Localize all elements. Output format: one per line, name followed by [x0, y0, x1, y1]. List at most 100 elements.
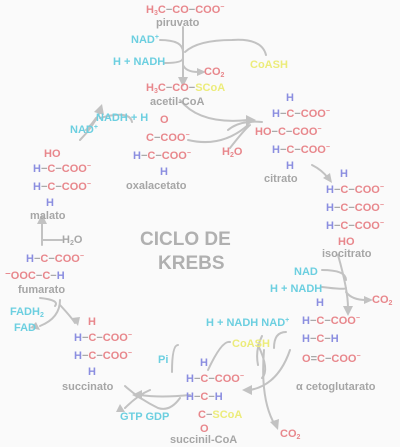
- acetil-coa-formula: H3C−CO−SCoA: [146, 82, 226, 95]
- arrowhead-co2-ceto: [270, 419, 279, 430]
- nad-plus-1: NAD+: [131, 34, 159, 46]
- title-line-1: CICLO DE: [140, 229, 231, 250]
- succinil-scoa: SCoA: [212, 409, 243, 421]
- pi: Pi: [158, 354, 169, 366]
- iso-row1: H−C−COO−: [326, 184, 384, 196]
- arrowhead-oxal: [94, 104, 104, 115]
- arrow-h2o-in: [229, 124, 251, 149]
- oxal-o: O: [160, 114, 169, 126]
- fumarato-label: fumarato: [18, 284, 66, 296]
- piruvato-formula: H3C−CO−COO−: [146, 4, 225, 17]
- malato-h: H: [46, 197, 54, 209]
- arrow-iso-ceto: [337, 254, 349, 309]
- arrow-nad-in: [159, 39, 184, 53]
- fadh2: FADH2: [10, 306, 44, 319]
- co2-ceto: CO2: [280, 428, 301, 441]
- oxalacetato-label: oxalacetato: [126, 180, 187, 192]
- arrow-nad-ceto: [273, 331, 287, 349]
- isocitrato-label: isocitrato: [322, 248, 372, 260]
- arrow-nadh-mal: [99, 113, 133, 123]
- fum-row1: H−C−COO−: [26, 253, 84, 265]
- nad-plus-mal: NAD+: [70, 124, 98, 136]
- arrow-succinil-succinato: [139, 394, 191, 398]
- succinil-row1: H−C−COO−: [186, 373, 244, 385]
- arrowhead-co2: [197, 68, 206, 76]
- title-line-2: KREBS: [158, 253, 225, 274]
- arrow-acetil-citrato: [179, 99, 249, 122]
- ceto-row3: O=C−COO−: [302, 353, 361, 365]
- arrow-co2-out: [182, 64, 199, 73]
- succ-row1: H−C−COO−: [74, 332, 132, 344]
- fad: FAD: [14, 322, 36, 334]
- ceto-h: H: [316, 297, 324, 309]
- arrow-succinato-fumarato: [59, 304, 76, 324]
- malato-row2: H−C−COO−: [33, 181, 91, 193]
- arrow-ceto-succinil: [249, 349, 291, 391]
- arrow-nadh-ceto: [256, 335, 263, 366]
- arrowhead-acetil: [178, 77, 188, 87]
- citrato-row1: H−C−COO−: [272, 108, 330, 120]
- iso-row3: H−C−COO−: [326, 220, 384, 232]
- arrow-coash-in: [184, 38, 267, 56]
- succinil-h1: H: [200, 357, 208, 369]
- oxal-h: H: [160, 166, 168, 178]
- acetil-coa-label: acetil-CoA: [150, 96, 205, 108]
- nadh-h-mal: NADH + H: [96, 112, 149, 124]
- succ-h2: H: [88, 366, 96, 378]
- citrato-row3: H−C−COO−: [272, 144, 330, 156]
- oxal-row1: C−COO−: [146, 132, 190, 144]
- arrowhead-gtp: [116, 404, 125, 412]
- succ-row2: H−C−COO−: [74, 350, 132, 362]
- arrow-coash-ceto: [257, 344, 267, 379]
- coash-1: CoASH: [250, 59, 288, 71]
- arrow-fadh2: [39, 297, 57, 307]
- arrow-coash-out: [227, 120, 263, 131]
- citrato-label: citrato: [264, 173, 298, 185]
- succinil-coa-label: succinil-CoA: [170, 434, 238, 446]
- arrow-nadh-out: [164, 57, 184, 64]
- ceto-row2: H−C−H: [302, 333, 339, 345]
- arrow-pi-in: [171, 344, 179, 373]
- malato-row1: H−C−COO−: [33, 163, 91, 175]
- arrowhead-isocitrato: [323, 173, 332, 183]
- iso-h: H: [340, 168, 348, 180]
- arrow-fad: [39, 299, 61, 327]
- gtp-gdp: GTP GDP: [120, 411, 170, 423]
- arrowhead-malato: [37, 214, 47, 224]
- succ-h1: H: [88, 316, 96, 328]
- oxal-row2: H−C−COO−: [133, 150, 191, 162]
- co2-1: CO2: [204, 66, 225, 79]
- arrowhead-citrato: [246, 115, 256, 126]
- arrowhead-ceto: [343, 306, 353, 316]
- arrow-oxal-citrato: [187, 124, 249, 144]
- arrow-nadh-iso: [321, 286, 347, 290]
- h2o-citrato: H2O: [222, 146, 243, 159]
- arrow-gdp: [124, 385, 181, 410]
- malato-ho: HO: [44, 148, 61, 160]
- arrowhead-fad: [30, 322, 40, 330]
- arrow-co2-iso: [345, 291, 367, 301]
- succinil-o: O: [200, 423, 209, 435]
- malato-label: malato: [30, 210, 66, 222]
- citrato-row2: HO−C−COO−: [255, 126, 322, 138]
- nad-iso: NAD: [294, 266, 318, 278]
- arrow-coash-succ: [207, 340, 231, 371]
- succinil-row3: C−SCoA: [198, 409, 243, 421]
- piruvato-label: piruvato: [156, 17, 200, 29]
- arrowhead-co2-iso: [364, 296, 373, 304]
- citrato-h1: H: [286, 92, 294, 104]
- iso-ho: HO: [338, 236, 355, 248]
- arrow-malato-oxal: [79, 111, 101, 141]
- nadh-1: H + NADH: [113, 56, 166, 68]
- acetil-scoa: SCoA: [195, 82, 226, 94]
- arrowhead-fumarato: [72, 317, 80, 326]
- ceto-row1: H−C−COO−: [302, 315, 360, 327]
- ceto-label: α cetoglutarato: [296, 381, 376, 393]
- nadh-nad-ceto: H + NADH NAD+: [206, 317, 290, 329]
- h2o-fumarato: H2O: [62, 234, 83, 247]
- co2-iso: CO2: [372, 294, 393, 307]
- nadh-iso: H + NADH: [270, 283, 323, 295]
- arrowhead-succinil: [242, 385, 252, 395]
